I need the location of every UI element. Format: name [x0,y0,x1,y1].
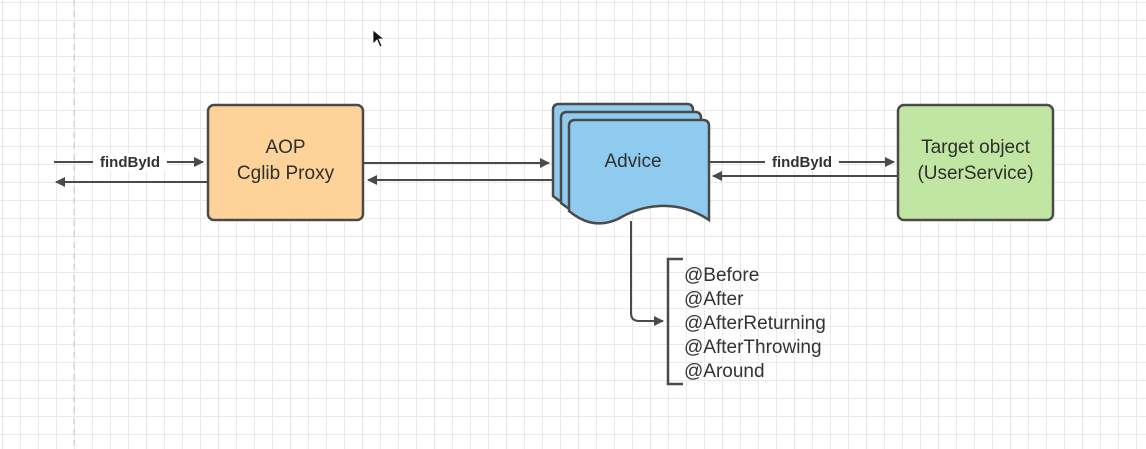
node-aop-proxy[interactable]: AOP Cglib Proxy [206,103,365,222]
advice-type-item: @Around [684,361,765,382]
node-target-object[interactable]: Target object (UserService) [896,103,1055,222]
advice-types-bracket [666,257,683,386]
mouse-cursor-icon [372,29,386,48]
node-advice[interactable]: Advice [551,102,711,225]
edge-advice-to-types[interactable] [630,221,664,326]
proxy-label-line2: Cglib Proxy [237,163,335,184]
edge-label-client-to-proxy: findById [100,154,160,171]
target-label-line1: Target object [921,137,1031,158]
advice-type-item: @After [684,289,744,310]
advice-types-group[interactable]: @Before @After @AfterReturning @AfterThr… [666,257,826,386]
advice-type-item: @AfterThrowing [684,337,822,358]
advice-type-item: @Before [684,265,759,286]
target-label-line2: (UserService) [917,163,1033,184]
edge-client-to-proxy[interactable]: findById [54,153,204,171]
proxy-label-line1: AOP [265,137,305,158]
advice-label: Advice [604,151,661,172]
advice-type-item: @AfterReturning [684,313,826,334]
edge-advice-to-target[interactable]: findById [709,153,895,171]
edge-label-advice-to-target: findById [772,154,832,171]
